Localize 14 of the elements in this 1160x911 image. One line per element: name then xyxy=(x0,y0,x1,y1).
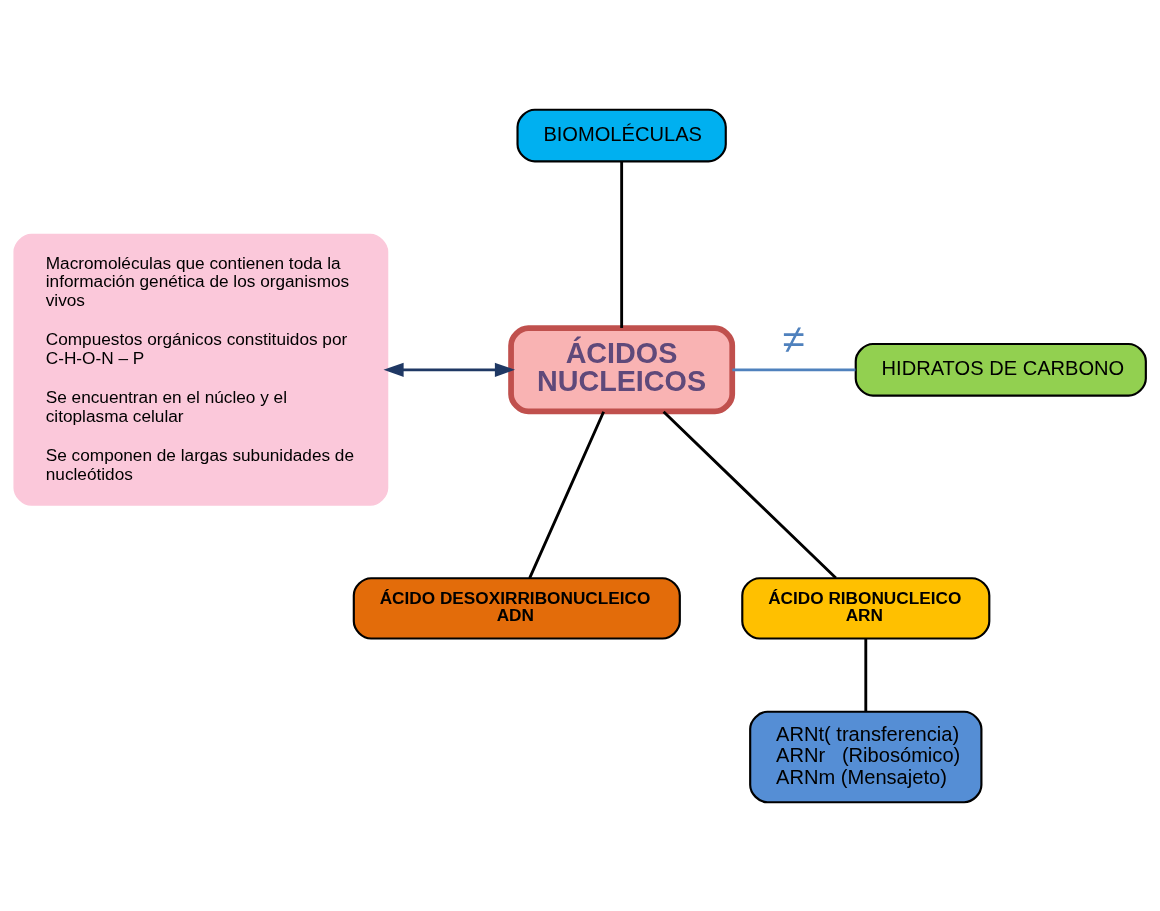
connector xyxy=(662,410,837,579)
connector xyxy=(732,367,856,371)
node-box: ÁCIDO RIBONUCLEICO ARN xyxy=(741,576,991,640)
node-box: ARNt( transferencia) ARNr (Ribosómico) ARNm (Mensajeto) xyxy=(749,710,983,803)
connector xyxy=(620,161,624,328)
edge-label: ≠ xyxy=(782,316,805,362)
connector xyxy=(864,638,868,711)
node-box: ÁCIDOS NUCLEICOS xyxy=(508,324,736,414)
node-box: HIDRATOS DE CARBONO xyxy=(854,342,1147,397)
connector xyxy=(528,410,605,579)
arrow xyxy=(383,362,516,377)
node-box: Macromoléculas que contienen toda la información genética de los organismos vivos Compuestos orgánicos constituidos por C-H-O-N – P Se encuentran en el núcleo y el citoplasma celular Se componen de largas subunidades de nucleótidos xyxy=(13,233,389,506)
node-box: ÁCIDO DESOXIRRIBONUCLEICO ADN xyxy=(352,576,681,640)
node-box: BIOMOLÉCULAS xyxy=(516,108,727,163)
